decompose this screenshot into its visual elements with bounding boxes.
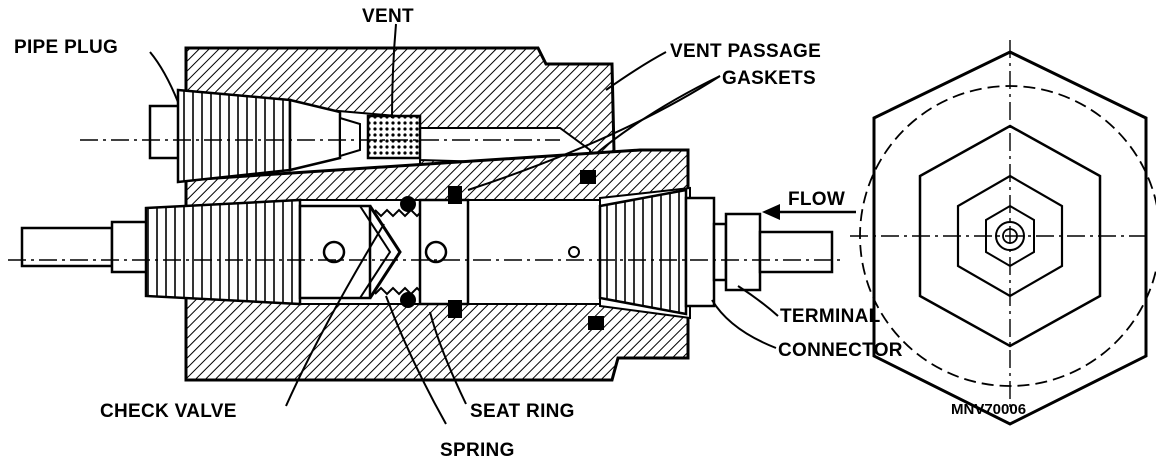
left-fitting — [20, 198, 302, 306]
leader-lines — [149, 23, 779, 425]
pipe-plug — [148, 88, 361, 184]
label-vent: VENT — [362, 6, 414, 27]
label-spring: SPRING — [440, 440, 515, 461]
label-pipe-plug: PIPE PLUG — [14, 37, 118, 58]
check-valve-internals — [298, 170, 604, 330]
vent-screen — [366, 114, 422, 160]
label-terminal: TERMINAL — [780, 306, 881, 327]
label-flow: FLOW — [788, 189, 845, 210]
label-connector: CONNECTOR — [778, 340, 903, 361]
figure-id: MNV70006 — [951, 401, 1026, 418]
end-view — [859, 50, 1156, 426]
label-seat-ring: SEAT RING — [470, 401, 575, 422]
label-check-valve: CHECK VALVE — [100, 401, 237, 422]
right-fitting — [598, 188, 834, 316]
flow-arrow — [762, 204, 856, 220]
label-vent-passage: VENT PASSAGE — [670, 41, 821, 62]
label-gaskets: GASKETS — [722, 68, 816, 89]
